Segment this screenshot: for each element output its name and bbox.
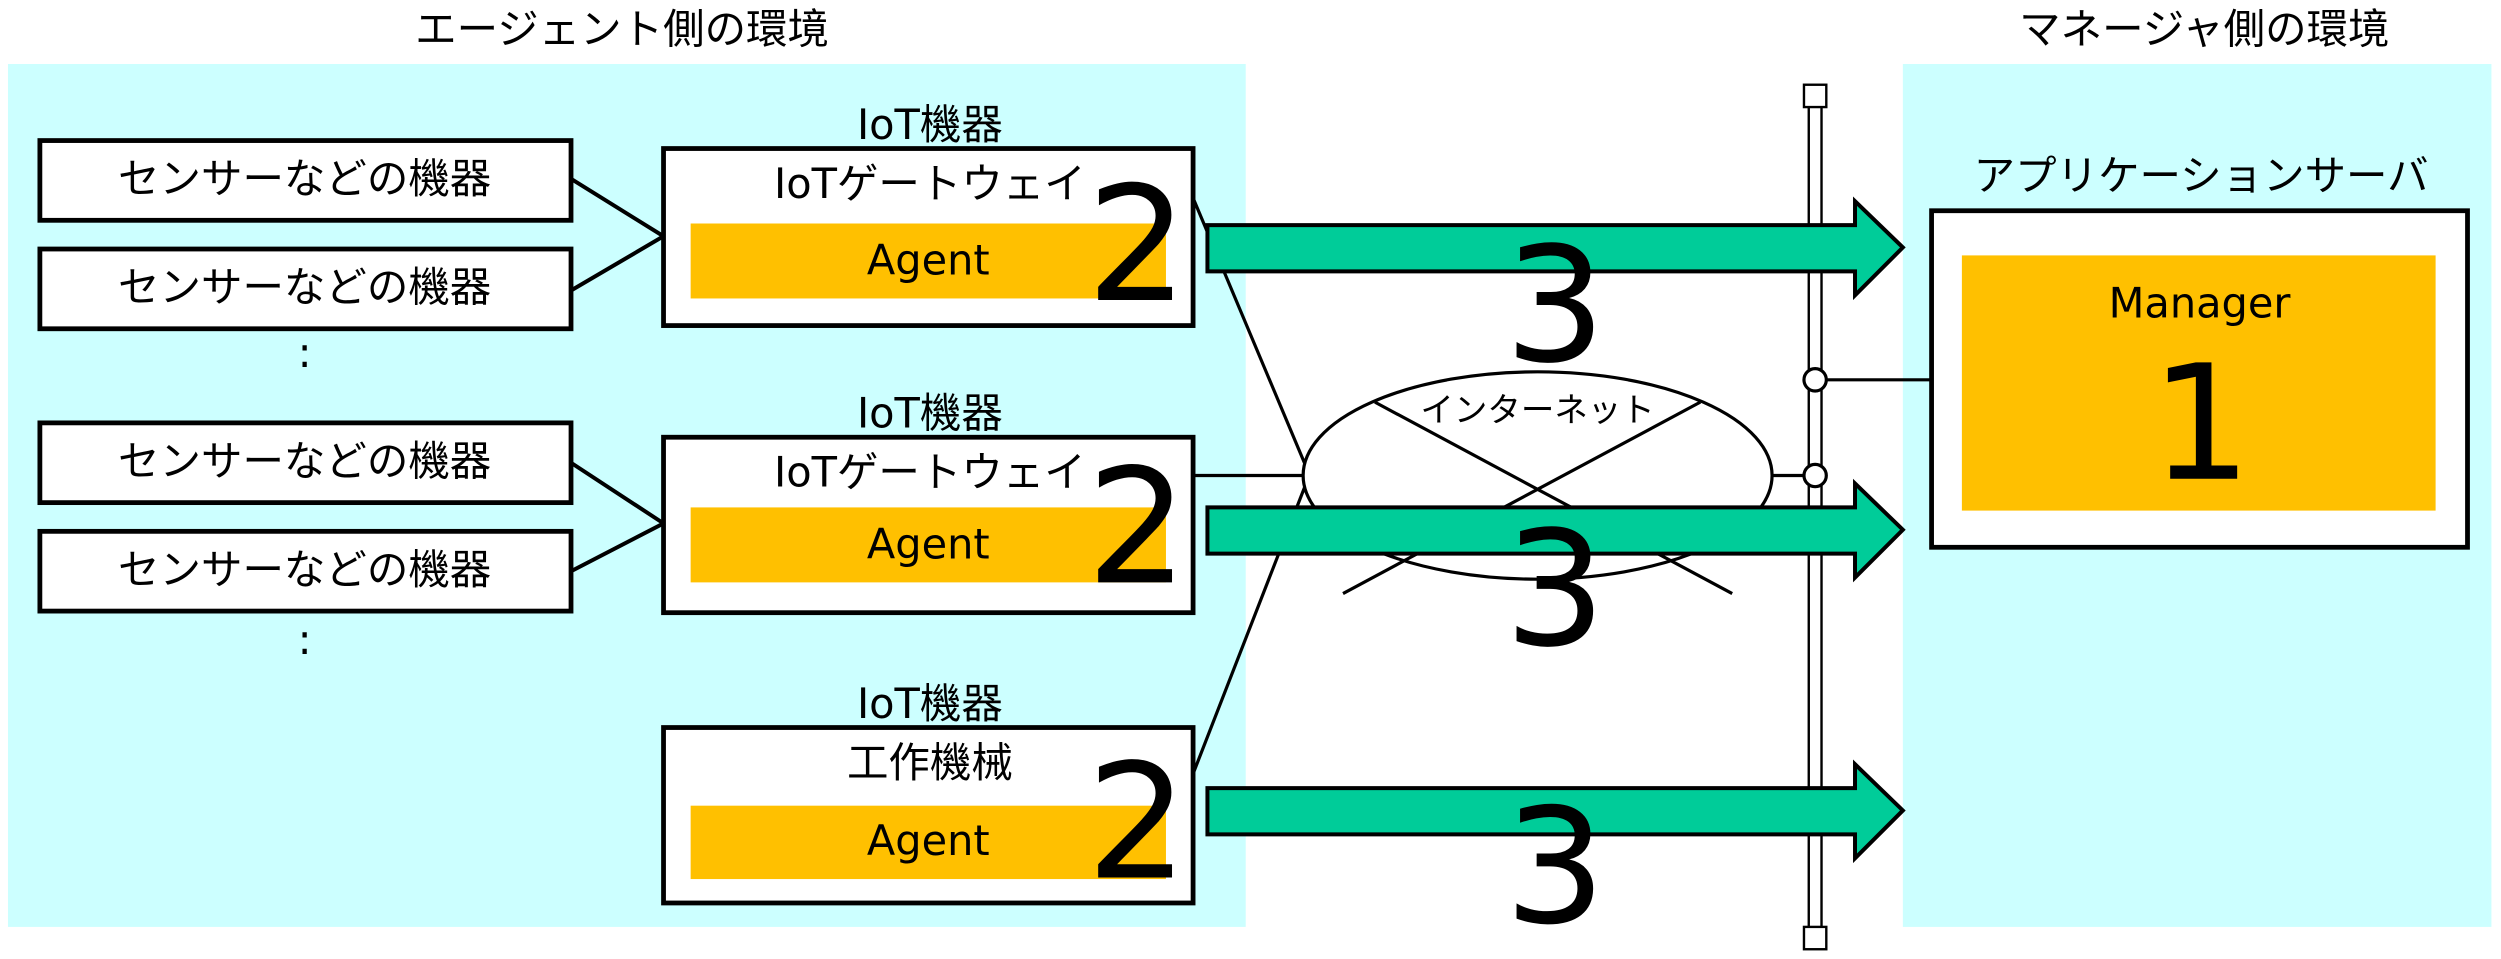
agent-environment-title: エージェント側の環境 <box>415 5 829 53</box>
sensor-box: センサーなどの機器 <box>37 138 574 223</box>
svg-text:IoT機器: IoT機器 <box>857 390 1003 438</box>
step-number: 3 <box>1504 497 1605 683</box>
svg-text:IoTゲートウェイ: IoTゲートウェイ <box>774 160 1086 208</box>
ellipsis: : <box>298 616 312 664</box>
data-arrow: 3 <box>1205 196 1906 399</box>
manager-box <box>1961 255 2436 511</box>
svg-text:IoT機器: IoT機器 <box>857 680 1003 728</box>
sensor-box: センサーなどの機器 <box>37 528 574 614</box>
iot-device: IoT機器 工作機械 Agent 2 <box>661 680 1196 915</box>
data-arrow: 3 <box>1205 759 1906 959</box>
svg-text:アプリケーションサーバ: アプリケーションサーバ <box>1974 152 2429 200</box>
step-number: 2 <box>1087 152 1188 338</box>
step-number: 2 <box>1087 729 1188 915</box>
svg-text:センサーなどの機器: センサーなどの機器 <box>118 438 491 486</box>
iot-device: IoT機器 IoTゲートウェイ Agent 2 <box>661 390 1196 620</box>
svg-text:Agent: Agent <box>867 817 990 865</box>
agent-box <box>690 223 1166 299</box>
manager-environment-title: マネージャ側の環境 <box>2019 5 2389 53</box>
agent-box <box>690 507 1166 583</box>
svg-text:センサーなどの機器: センサーなどの機器 <box>118 155 491 203</box>
sensor-box: センサーなどの機器 <box>37 246 574 332</box>
iot-device: IoT機器 IoTゲートウェイ Agent 2 <box>661 101 1196 338</box>
internet-label: インターネット <box>1420 390 1654 429</box>
sensor-box: センサーなどの機器 <box>37 420 574 506</box>
connection-node <box>1802 367 1828 393</box>
svg-text:IoT機器: IoT機器 <box>857 101 1003 149</box>
svg-text:センサーなどの機器: センサーなどの機器 <box>118 546 491 594</box>
svg-text:Agent: Agent <box>867 237 990 285</box>
data-arrow: 3 <box>1205 478 1906 683</box>
application-server: アプリケーションサーバ Manager 1 <box>1929 152 2470 550</box>
connection-node <box>1802 462 1828 489</box>
svg-text:センサーなどの機器: センサーなどの機器 <box>118 264 491 312</box>
manager-label: Manager <box>2109 280 2292 328</box>
svg-text:IoTゲートウェイ: IoTゲートウェイ <box>774 449 1086 497</box>
svg-text:工作機械: 工作機械 <box>847 739 1013 787</box>
step-number: 1 <box>2150 331 2251 517</box>
ellipsis: : <box>298 329 312 377</box>
svg-text:Agent: Agent <box>867 520 990 568</box>
agent-box <box>690 805 1166 880</box>
step-number: 2 <box>1087 434 1188 620</box>
step-number: 3 <box>1504 213 1605 399</box>
step-number: 3 <box>1504 774 1605 959</box>
